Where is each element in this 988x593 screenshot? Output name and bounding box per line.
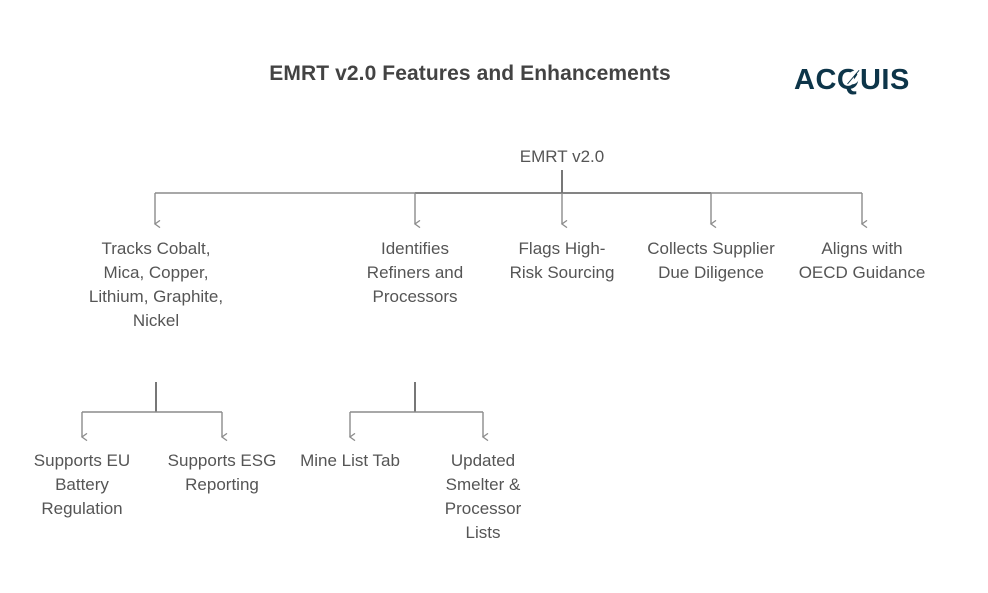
acquis-logo: ACQUIS: [794, 60, 926, 100]
svg-text:ACQUIS: ACQUIS: [794, 64, 910, 96]
leaf-icon: [846, 70, 860, 85]
node-aligns-oecd[interactable]: Aligns with OECD Guidance: [798, 239, 926, 282]
node-collects-due-diligence[interactable]: Collects Supplier Due Diligence: [647, 239, 775, 282]
node-supports-esg[interactable]: Supports ESG Reporting: [167, 451, 277, 494]
node-updated-smelter-lists[interactable]: Updated Smelter & Processor Lists: [444, 451, 522, 542]
node-tracks-metals[interactable]: Tracks Cobalt, Mica, Copper, Lithium, Gr…: [88, 239, 224, 330]
node-root[interactable]: EMRT v2.0: [519, 147, 605, 166]
node-flags-high-risk[interactable]: Flags High-Risk Sourcing: [509, 239, 615, 282]
node-supports-eu-battery[interactable]: Supports EU Battery Regulation: [33, 451, 131, 518]
node-mine-list-tab[interactable]: Mine List Tab: [300, 451, 400, 470]
page-title: EMRT v2.0 Features and Enhancements: [269, 62, 671, 85]
node-identifies-refiners[interactable]: Identifies Refiners and Processors: [366, 239, 464, 306]
